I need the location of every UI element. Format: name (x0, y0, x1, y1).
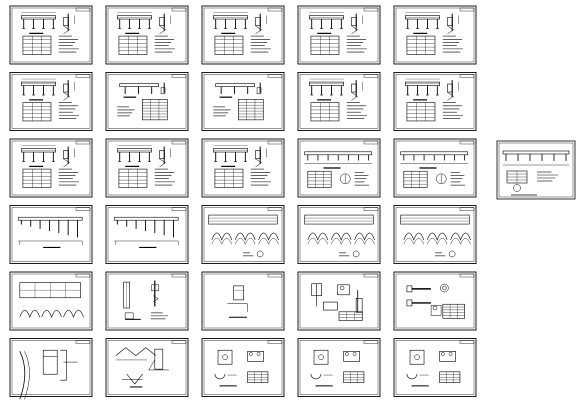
sheet-content (19, 282, 84, 319)
drawing-sheet-r1-c4 (297, 5, 381, 65)
drawing-sheet-r4-c1 (9, 205, 93, 264)
sheet-content (400, 214, 471, 258)
drawing-sheet-r6-c2 (105, 338, 189, 397)
sheet-content (213, 82, 264, 121)
drawing-sheet-r5-c4 (297, 271, 381, 331)
drawing-sheet-r5-c2 (105, 271, 189, 331)
sheet-content (309, 12, 367, 55)
sheet-content (310, 349, 365, 387)
sheet-content (214, 349, 269, 387)
drawing-sheet-r1-c3 (201, 5, 285, 65)
drawing-sheet-r1-c5 (393, 5, 477, 65)
drawing-sheet-r3-c1 (9, 138, 93, 198)
drawing-sheet-r2-c3 (201, 72, 285, 131)
sheet-content (405, 78, 463, 122)
drawing-sheet-r4-c5 (393, 205, 477, 264)
drawing-sheet-r3-c5 (393, 138, 477, 198)
sheet-content (19, 349, 78, 400)
drawing-sheet-r5-c1 (9, 271, 93, 331)
drawing-sheet-r2-c5 (393, 72, 477, 131)
sheet-content (227, 285, 248, 318)
drawing-sheet-r2-c1 (9, 72, 93, 131)
drawing-sheet-r3-c2 (105, 138, 189, 198)
sheet-content (405, 12, 463, 55)
sheet-content (400, 151, 469, 188)
sheet-content (304, 214, 375, 258)
extra-drawing-sheet (496, 140, 576, 200)
drawing-sheet-r5-c5 (393, 271, 477, 331)
drawing-sheet-r5-c3 (201, 271, 285, 331)
drawing-sheet-r1-c1 (9, 5, 93, 65)
sheet-content (309, 78, 367, 122)
sheet-content (406, 283, 465, 319)
drawing-sheet-r4-c3 (201, 205, 285, 264)
drawing-sheets (9, 5, 477, 400)
drawing-sheet-r1-c2 (105, 5, 189, 65)
sheet-content (21, 145, 79, 188)
drawing-sheet-r6-c3 (201, 338, 285, 397)
sheet-content (213, 145, 271, 188)
extra-sheet-detail (496, 140, 576, 200)
sheet-content (208, 214, 279, 258)
sheet-content (311, 283, 363, 321)
sheet-content (123, 280, 169, 320)
drawing-sheet-r6-c4 (297, 338, 381, 397)
sheet-content (21, 78, 79, 122)
sheet-content (117, 12, 175, 55)
sheet-content (113, 216, 179, 249)
sheet-content (213, 12, 271, 55)
sheet-content (406, 349, 461, 387)
sheet-content (21, 12, 79, 55)
sheet-content (115, 347, 169, 388)
sheet-content (117, 145, 175, 188)
drawing-sheet-r4-c4 (297, 205, 381, 264)
drawing-sheet-r3-c3 (201, 138, 285, 198)
sheet-content (117, 82, 168, 121)
drawing-sheet-r3-c4 (297, 138, 381, 198)
drawing-sheet-r4-c2 (105, 205, 189, 264)
drawing-sheet-r6-c1 (9, 338, 93, 400)
drawing-sheet-r2-c2 (105, 72, 189, 131)
drawing-sheet-r6-c5 (393, 338, 477, 397)
sheet-content (304, 151, 373, 188)
sheet-content (17, 216, 83, 249)
drawing-sheet-r2-c4 (297, 72, 381, 131)
